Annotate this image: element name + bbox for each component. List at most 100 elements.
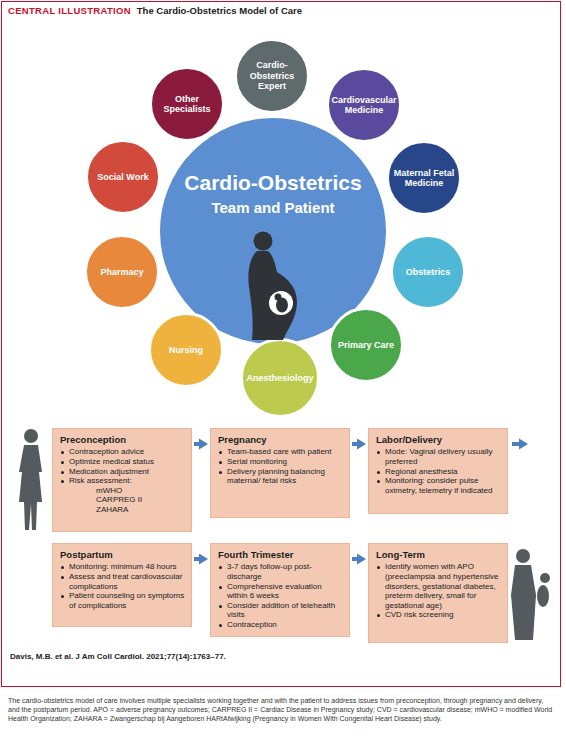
bullet-row: Medication adjustment [60,467,185,477]
bullet-text: CVD risk screening [385,610,453,620]
stage-heading: Long-Term [376,549,425,560]
figure-caption: The cardio-obstetrics model of care invo… [8,697,556,723]
bullet-row: Monitoring: consider pulse oximetry, tel… [376,476,501,495]
team-member-circle: Obstetrics [390,234,466,310]
fetus-head [275,294,282,301]
bullet-dot [61,576,64,579]
silhouette-body [248,251,297,340]
bullet-text: Regional anesthesia [385,467,458,477]
woman-silhouette [19,429,42,530]
stage-box: PostpartumMonitoring: minimum 48 hoursAs… [52,543,192,627]
central-title: Cardio-Obstetrics [157,171,389,195]
circle-text-area: Pharmacy [84,234,160,310]
team-member-circle: Primary Care [328,307,404,383]
circle-shape [86,236,159,309]
team-member-circle: Pharmacy [84,234,160,310]
bullet-dot [219,451,222,454]
child-head [540,573,550,583]
silhouette-body [19,445,42,530]
stage-heading-row: Long-Term [376,549,501,560]
mother-child-silhouette [511,549,550,640]
bullet-text: Contraception advice [69,447,144,457]
bullet-text: Risk assessment: [69,476,132,486]
bullet-row: 3-7 days follow-up post-discharge [218,562,343,581]
specialty-label: Cardiovascular Medicine [329,95,399,116]
flow-arrow [194,557,202,561]
circle-shape [87,141,160,214]
bullet-dot [219,461,222,464]
circle-shape [328,69,401,142]
bullet-dot [61,566,64,569]
bullet-dot [219,566,222,569]
bullet-text: Team-based care with patient [227,447,332,457]
bullet-row: Contraception advice [60,447,185,457]
stage-heading-row: Preconception [60,434,185,445]
bullet-text: Medication adjustment [69,467,149,477]
bullet-text: Mode: Vaginal delivery usually preferred [385,447,501,466]
mother-body [511,565,536,640]
specialty-label: Social Work [97,172,148,182]
stage-box: PregnancyTeam-based care with patientSer… [210,428,350,518]
specialty-label: Other Specialists [152,94,222,115]
bullet-dot [219,471,222,474]
bullet-dot [219,624,222,627]
bullet-dot [377,566,380,569]
circle-text-area: Social Work [85,139,161,215]
circle-shape [236,40,309,113]
bullet-text: Consider addition of telehealth visits [227,601,343,620]
team-member-circle: Cardiovascular Medicine [326,67,402,143]
specialty-label: Cardio-Obstetrics Expert [237,60,307,91]
bullet-text: Contraception [227,620,277,630]
team-member-circle: Maternal Fetal Medicine [386,140,462,216]
specialty-label: Primary Care [338,340,394,350]
continuation-arrow [512,439,528,450]
circle-text-area: Primary Care [328,307,404,383]
bullet-text: 3-7 days follow-up post-discharge [227,562,343,581]
bullet-row: Team-based care with patient [218,447,343,457]
silhouette-head [254,232,273,251]
circle-text-area: Anesthesiology [240,338,320,418]
stage-heading-row: Postpartum [60,549,185,560]
team-member-circle: Other Specialists [149,66,225,142]
team-member-circle: Cardio-Obstetrics Expert [234,38,310,114]
bullet-text: Identify women with APO (preeclampsia an… [385,562,501,610]
stage-box: Fourth Trimester3-7 days follow-up post-… [210,543,350,637]
bullet-text: mWHO [96,486,122,495]
stage-box: PreconceptionContraception adviceOptimiz… [52,428,192,532]
bullet-dot [61,471,64,474]
bullet-text: CARPREG II [96,495,142,504]
bullet-text: Monitoring: minimum 48 hours [69,562,177,572]
circle-text-area: Cardiovascular Medicine [326,67,402,143]
bullet-row: Comprehensive evaluation within 6 weeks [218,582,343,601]
circle-text-area: Cardio-ObstetricsTeam and Patient [157,171,389,216]
arrow-shaft [512,442,521,446]
bullet-row: Optimize medical status [60,457,185,467]
bullet-row: Identify women with APO (preeclampsia an… [376,562,501,610]
stage-heading: Pregnancy [218,434,267,445]
circle-text-area: Cardio-Obstetrics Expert [234,38,310,114]
bullet-dot [377,614,380,617]
pregnant-woman-silhouette [248,232,297,341]
bullet-dot [377,480,380,483]
circle-shape [242,340,319,417]
stage-heading: Postpartum [60,549,113,560]
bullet-dot [61,461,64,464]
bullet-text: Patient counseling on symptoms of compli… [69,591,185,610]
team-member-circle: Nursing [148,312,224,388]
circle-shape [330,309,403,382]
circle-text-area: Obstetrics [390,234,466,310]
bullet-row: Consider addition of telehealth visits [218,601,343,620]
bullet-text: Comprehensive evaluation within 6 weeks [227,582,343,601]
figure-label: CENTRAL ILLUSTRATION [8,5,131,16]
central-subtitle: Team and Patient [157,199,389,216]
bullet-text: Serial monitoring [227,457,287,467]
flow-arrow [352,442,360,446]
child-body [537,585,549,607]
circle-shape [151,68,224,141]
bullet-row: CARPREG II [60,495,185,505]
bullet-row: mWHO [60,486,185,496]
bullet-dot [377,451,380,454]
